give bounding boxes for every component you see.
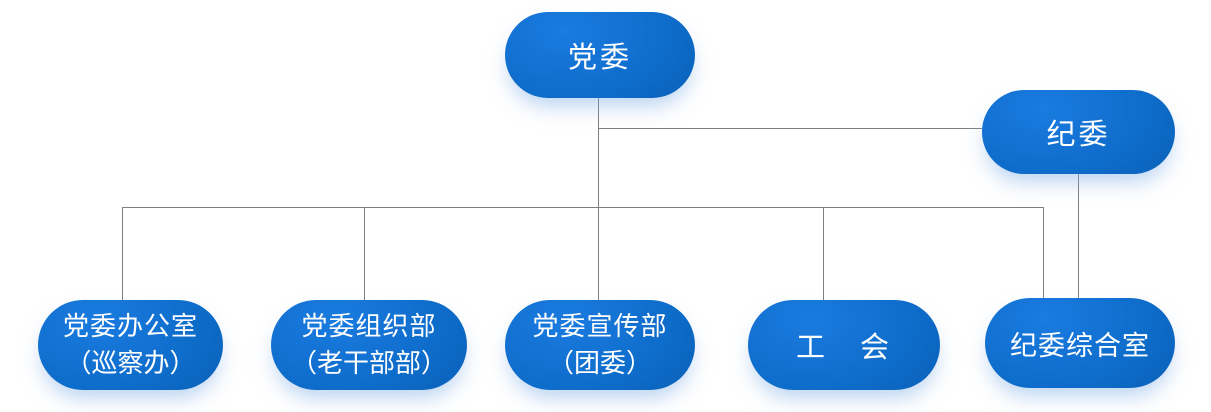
node-label: 工 会 xyxy=(795,332,892,364)
org-node-labor-union: 工 会 xyxy=(748,300,940,390)
node-label-line1: 党委宣传部 xyxy=(532,312,668,341)
org-node-party-office: 党委办公室 （巡察办） xyxy=(38,300,223,390)
connector-jiwei-to-zongheshi xyxy=(1078,173,1079,298)
node-label: 纪委综合室 xyxy=(1010,330,1150,361)
connector-bus-to-bangongshi xyxy=(122,207,123,300)
org-node-discipline-committee: 纪委 xyxy=(982,90,1175,174)
org-node-discipline-general-office: 纪委综合室 xyxy=(985,298,1175,388)
connector-bus-to-xuanchuanbu xyxy=(598,207,599,300)
node-label-line2: （巡察办） xyxy=(65,349,196,378)
node-label-line1: 党委组织部 xyxy=(301,312,437,341)
org-node-organization-dept: 党委组织部 （老干部部） xyxy=(271,300,467,390)
connector-dangwei-to-jiwei xyxy=(598,128,982,129)
connector-bus-to-zongheshi xyxy=(1043,207,1044,298)
org-node-propaganda-dept: 党委宣传部 （团委） xyxy=(505,300,695,390)
connector-horizontal-bus xyxy=(122,207,1043,208)
node-label-line2: （团委） xyxy=(547,349,652,378)
node-label-line1: 党委办公室 xyxy=(62,312,198,341)
connector-bus-to-gonghui xyxy=(823,207,824,300)
node-label: 党委 xyxy=(567,42,632,74)
node-label-line2: （老干部部） xyxy=(290,349,447,378)
connector-bus-to-zuzhibu xyxy=(364,207,365,300)
connector-dangwei-to-bus xyxy=(598,98,599,207)
node-label: 纪委 xyxy=(1046,119,1111,151)
org-node-party-committee: 党委 xyxy=(505,12,695,98)
